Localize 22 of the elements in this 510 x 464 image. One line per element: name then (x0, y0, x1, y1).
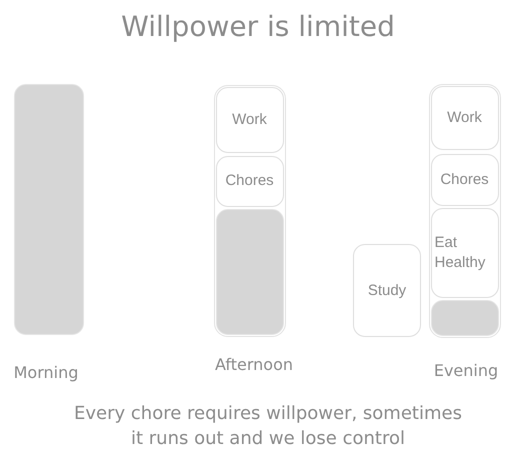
task-label: Chores (225, 171, 274, 191)
stack-outline (214, 85, 286, 337)
task-box (216, 156, 284, 206)
task-label: Eat Healthy (434, 232, 486, 272)
task-label: Work (232, 110, 267, 130)
filled-bar (14, 84, 84, 335)
task-box (430, 154, 498, 206)
task-label: Study (368, 280, 406, 300)
task-box (430, 86, 498, 150)
caption: Every chore requires willpower, sometimes it runs out and we lose control (74, 402, 462, 451)
title: Willpower is limited (120, 9, 396, 45)
filled-bar (216, 208, 284, 334)
stack-outline (429, 84, 501, 338)
task-label: Work (447, 108, 482, 128)
filled-bar (430, 300, 498, 336)
task-box (216, 86, 284, 152)
time-label: Evening (434, 361, 498, 381)
task-label: Chores (440, 170, 489, 190)
time-label: Morning (14, 363, 78, 383)
time-label: Afternoon (215, 355, 293, 375)
task-box (430, 208, 498, 298)
task-box (353, 244, 421, 337)
